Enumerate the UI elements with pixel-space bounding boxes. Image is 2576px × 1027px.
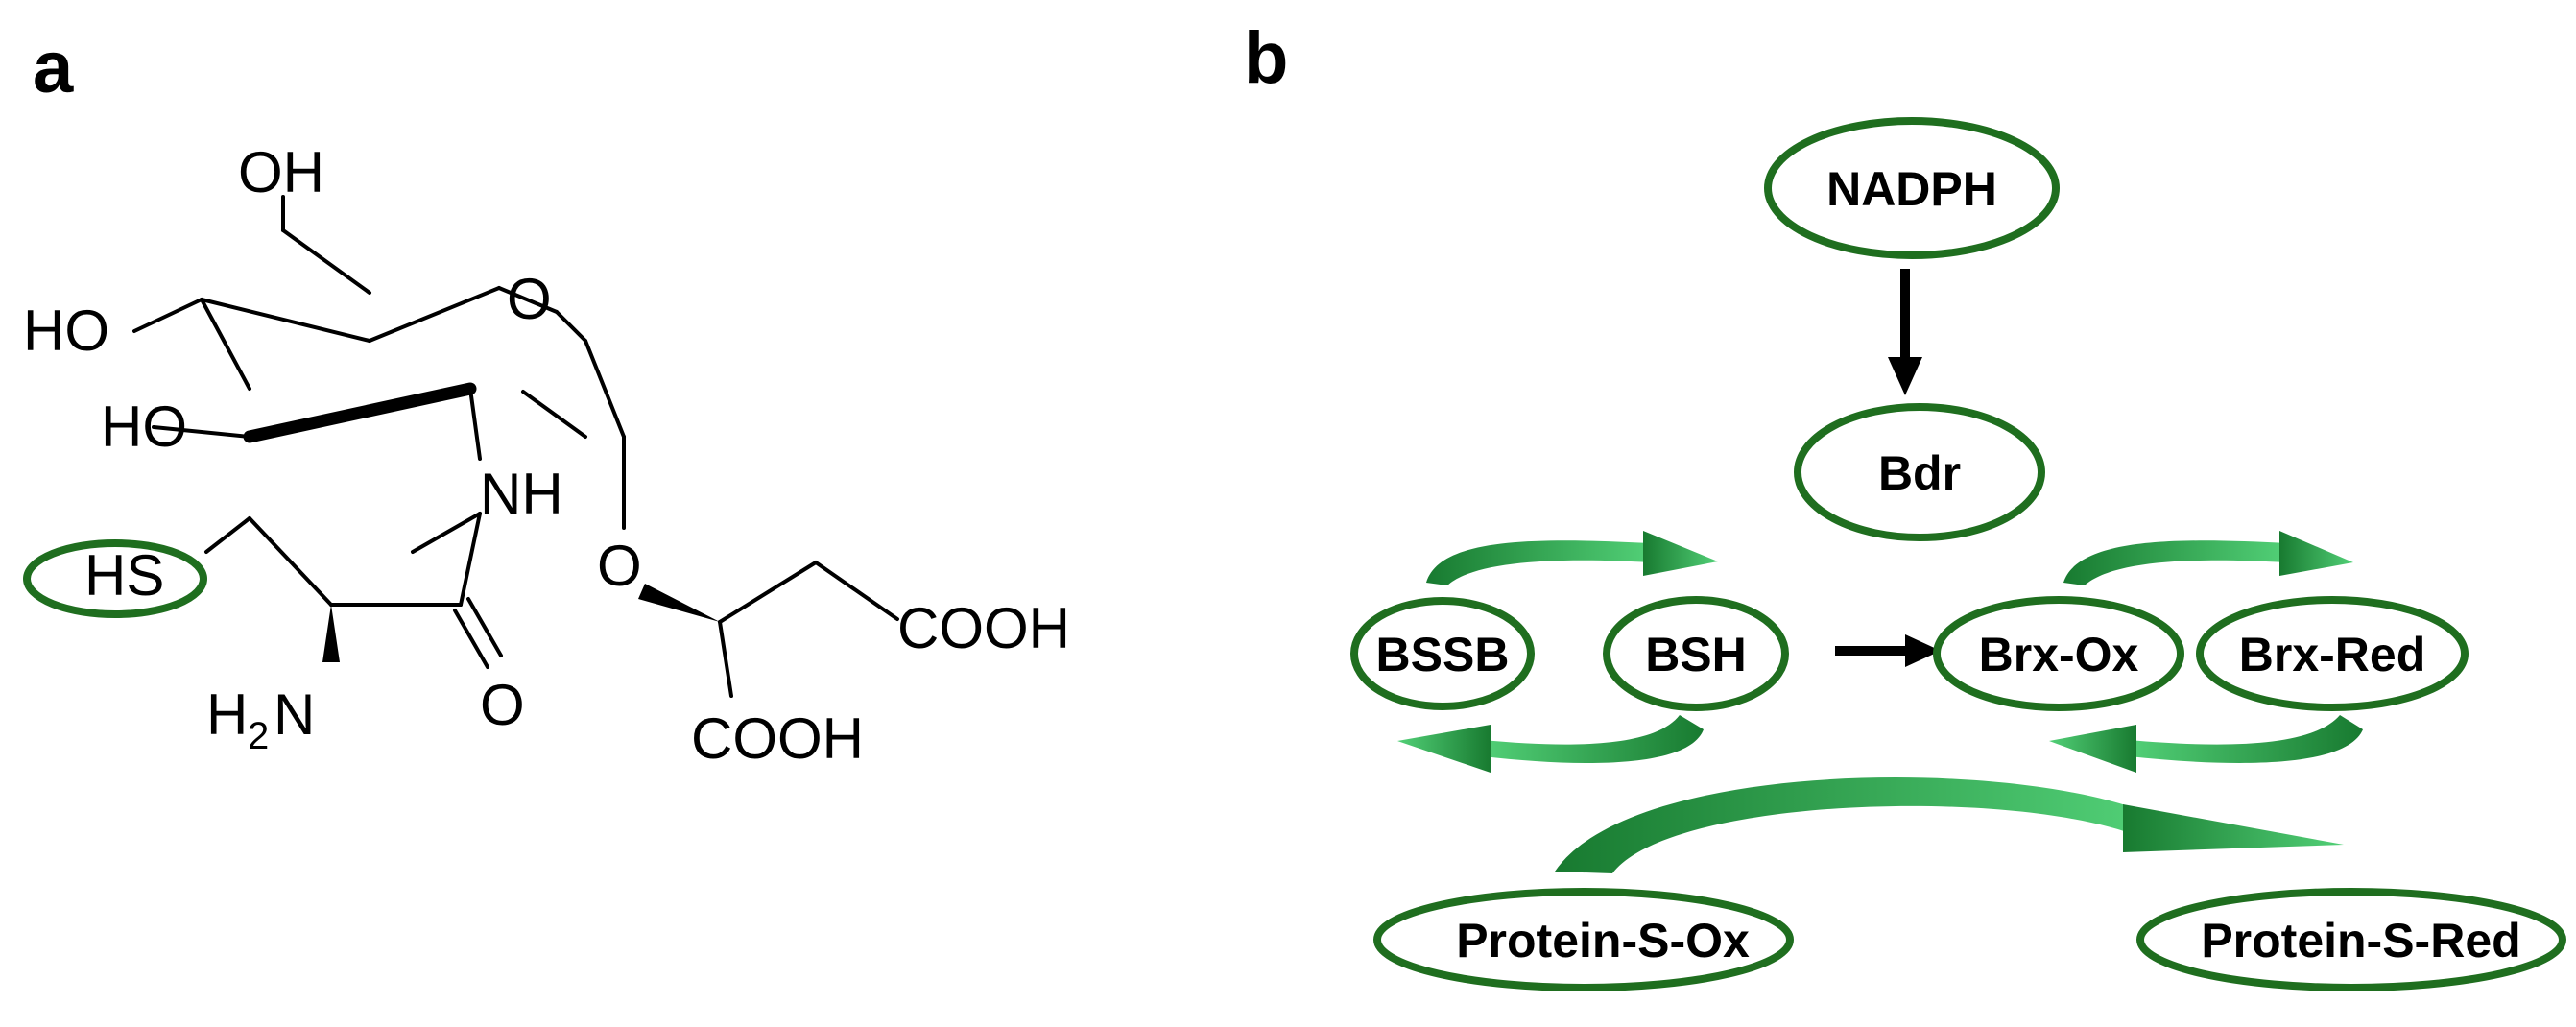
cycle-arrow-bsh-to-bssb [1397, 715, 1704, 773]
atom-ring-o: O [507, 267, 552, 331]
atom-cooh-right: COOH [897, 596, 1070, 660]
atom-carbonyl-o: O [480, 673, 525, 737]
node-protein-s-ox-label: Protein-S-Ox [1456, 914, 1750, 967]
hashed-wedge-left [322, 605, 340, 662]
cycle-arrow-bssb-to-bsh [1426, 531, 1718, 585]
node-brx-ox: Brx-Ox [1933, 596, 2184, 711]
node-brx-ox-label: Brx-Ox [1979, 628, 2139, 681]
cycle-arrow-brx-red-to-brx-ox [2049, 715, 2363, 773]
thiol-highlight-ellipse [23, 539, 207, 618]
node-protein-s-red: Protein-S-Red [2136, 888, 2566, 991]
ring-bold-bond [243, 382, 477, 443]
node-bsh: BSH [1603, 596, 1789, 711]
node-nadph-label: NADPH [1826, 162, 1997, 216]
atom-ho-upper: HO [23, 299, 109, 363]
bond-skeleton [132, 195, 899, 698]
arrow-bsh-to-brx-ox-head [1905, 634, 1941, 667]
atom-hs: HS [84, 543, 164, 608]
node-bdr: Bdr [1794, 403, 2045, 541]
panel-a: a [23, 27, 1070, 771]
node-bsh-label: BSH [1645, 628, 1747, 681]
atom-cooh-bottom: COOH [691, 706, 864, 771]
atom-glyco-o: O [597, 534, 642, 598]
atom-oh-top: OH [238, 140, 324, 204]
node-brx-red-label: Brx-Red [2239, 628, 2425, 681]
panel-b-label: b [1244, 17, 1288, 99]
cycle-arrow-brx-ox-to-brx-red [2063, 531, 2353, 585]
node-bdr-label: Bdr [1878, 446, 1961, 500]
arrow-nadph-to-bdr-head [1888, 357, 1922, 395]
node-protein-s-ox: Protein-S-Ox [1373, 888, 1794, 991]
node-brx-red: Brx-Red [2196, 596, 2469, 711]
bold-wedge-right [638, 584, 720, 622]
panel-a-label: a [33, 27, 74, 108]
atom-h2n-n: N [274, 682, 315, 747]
atom-h2n-h: H [206, 682, 248, 747]
atom-ho-lower: HO [101, 394, 187, 459]
node-nadph: NADPH [1764, 117, 2060, 259]
atom-h2n-subscript: 2 [248, 715, 269, 757]
node-protein-s-red-label: Protein-S-Red [2201, 914, 2520, 967]
node-bssb-label: BSSB [1376, 628, 1510, 681]
arrow-protein-ox-to-protein-red [1555, 777, 2344, 873]
atom-nh: NH [480, 462, 563, 526]
panel-b: b NADPH [1244, 17, 2566, 991]
node-bssb: BSSB [1350, 597, 1535, 710]
atom-h2n: H 2 N [206, 682, 315, 757]
